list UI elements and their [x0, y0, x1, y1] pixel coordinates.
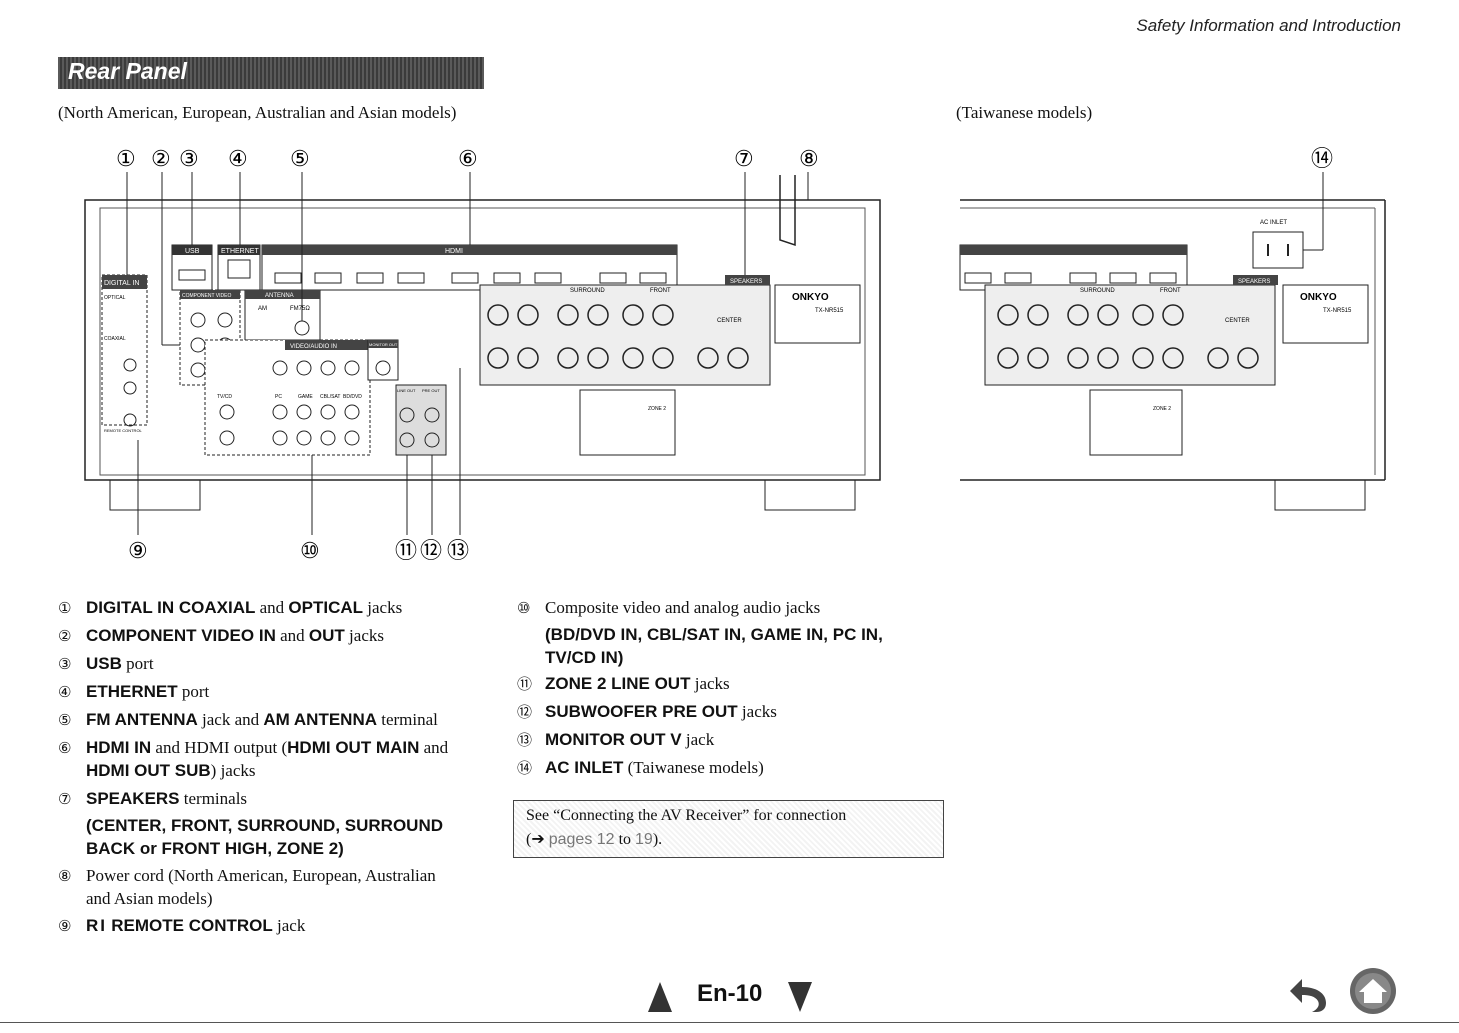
callout-9: ⑨ — [128, 538, 148, 563]
hdmi-jacks — [274, 272, 667, 284]
callout-10: ⑩ — [300, 538, 320, 563]
model-label: TX-NR515 — [1323, 308, 1352, 314]
fm-label: FM75Ω — [290, 306, 310, 312]
bddvd-label: BD/DVD — [343, 394, 362, 400]
zone2-label: ZONE 2 — [648, 406, 666, 412]
jack-list-left: ① DIGITAL IN COAXIAL and OPTICAL jacks ②… — [58, 598, 449, 935]
brand-logo: ONKYO — [1300, 292, 1337, 303]
callout-2: ② — [151, 146, 171, 171]
ac-inlet — [1252, 231, 1304, 269]
callout-4: ④ — [228, 146, 248, 171]
back-icon[interactable] — [1282, 975, 1332, 1013]
brand-plate — [774, 284, 861, 344]
caption-main-models: (North American, European, Australian an… — [58, 103, 457, 122]
foot-right — [764, 479, 856, 511]
speakers-label: SPEAKERS — [1238, 279, 1270, 285]
callout-1: ① — [116, 146, 136, 171]
zone2-label: ZONE 2 — [1153, 406, 1171, 412]
previous-page-icon[interactable] — [648, 982, 672, 1012]
callout-13: ⑬ — [447, 538, 469, 563]
callout-12: ⑫ — [420, 538, 442, 563]
hdmi-label: HDMI — [445, 248, 463, 255]
connection-note-box: See “Connecting the AV Receiver” for con… — [513, 800, 944, 858]
video-audio-in-panel — [204, 339, 371, 456]
surround-label: SURROUND — [570, 288, 605, 294]
section-title-bar: Rear Panel — [58, 57, 484, 89]
taiwan-rear-panel-diagram: AC INLET SPEAKERS SURROUND FRONT CENTER … — [959, 146, 1386, 511]
remote-control-label: REMOTE CONTROL — [104, 428, 143, 433]
digital-in-label: DIGITAL IN — [104, 280, 139, 287]
running-header: Safety Information and Introduction — [1136, 16, 1401, 35]
section-title: Rear Panel — [68, 58, 187, 84]
chassis-inner — [99, 207, 866, 476]
ac-inlet-label: AC INLET — [1260, 220, 1287, 226]
component-video-label: COMPONENT VIDEO — [182, 293, 231, 299]
note-page-ref: (➔ pages 12 to 19). — [526, 831, 663, 848]
callout-11: ⑪ — [395, 538, 417, 563]
zone2-speaker-panel — [579, 389, 676, 456]
foot-right — [1274, 479, 1366, 511]
home-icon[interactable] — [1345, 966, 1401, 1016]
next-page-icon[interactable] — [788, 982, 812, 1012]
chassis-outline — [84, 199, 881, 481]
caption-taiwan-models: (Taiwanese models) — [956, 103, 1093, 122]
speakers-panel — [479, 284, 771, 386]
pc-label: PC — [275, 394, 282, 400]
callout-8: ⑧ — [799, 146, 819, 171]
front-label: FRONT — [650, 288, 671, 294]
coaxial-label: COAXIAL — [104, 336, 126, 342]
am-label: AM — [258, 306, 267, 312]
center-label: CENTER — [1225, 318, 1250, 324]
callout-3: ③ — [179, 146, 199, 171]
optical-label: OPTICAL — [104, 295, 126, 301]
digital-in-panel — [101, 274, 148, 426]
front-label: FRONT — [1160, 288, 1181, 294]
page-number: En-10 — [697, 980, 763, 1007]
ethernet-port-icon — [227, 259, 251, 279]
brand-logo: ONKYO — [792, 292, 829, 303]
game-label: GAME — [298, 394, 313, 400]
rear-panel-diagram: USB ETHERNET HDMI DIGITAL IN OPTICAL COA… — [84, 146, 881, 563]
cblsat-label: CBL/SAT — [320, 394, 340, 400]
surround-label: SURROUND — [1080, 288, 1115, 294]
callout-7: ⑦ — [734, 146, 754, 171]
footer-rule — [0, 1022, 1459, 1023]
usb-port-icon — [178, 269, 206, 281]
line-pre-out-panel — [395, 384, 447, 456]
power-cord — [779, 175, 796, 247]
antenna-label: ANTENNA — [265, 293, 294, 299]
note-text: See “Connecting the AV Receiver” for con… — [526, 807, 847, 824]
pre-out-label: PRE OUT — [422, 388, 440, 393]
usb-label: USB — [185, 248, 200, 255]
callout-6: ⑥ — [458, 146, 478, 171]
monitor-out-label: MONITOR OUT — [369, 342, 398, 347]
video-audio-in-label: VIDEO/AUDIO IN — [290, 344, 337, 350]
tvcd-label: TV/CD — [217, 394, 232, 400]
foot-left — [109, 479, 201, 511]
ri-logo: RI — [86, 916, 107, 935]
remote-control-jack — [123, 413, 137, 427]
model-label: TX-NR515 — [815, 308, 844, 314]
jack-list-right: ⑩ Composite video and analog audio jacks… — [517, 598, 883, 777]
callout-5: ⑤ — [290, 146, 310, 171]
page-link-12[interactable]: pages 12 — [548, 831, 615, 848]
speakers-label: SPEAKERS — [730, 279, 762, 285]
page-link-19[interactable]: 19 — [635, 831, 653, 848]
line-out-label: LINE OUT — [397, 388, 416, 393]
center-label: CENTER — [717, 318, 742, 324]
ethernet-label: ETHERNET — [221, 248, 259, 255]
callout-14: ⑭ — [1311, 146, 1333, 171]
